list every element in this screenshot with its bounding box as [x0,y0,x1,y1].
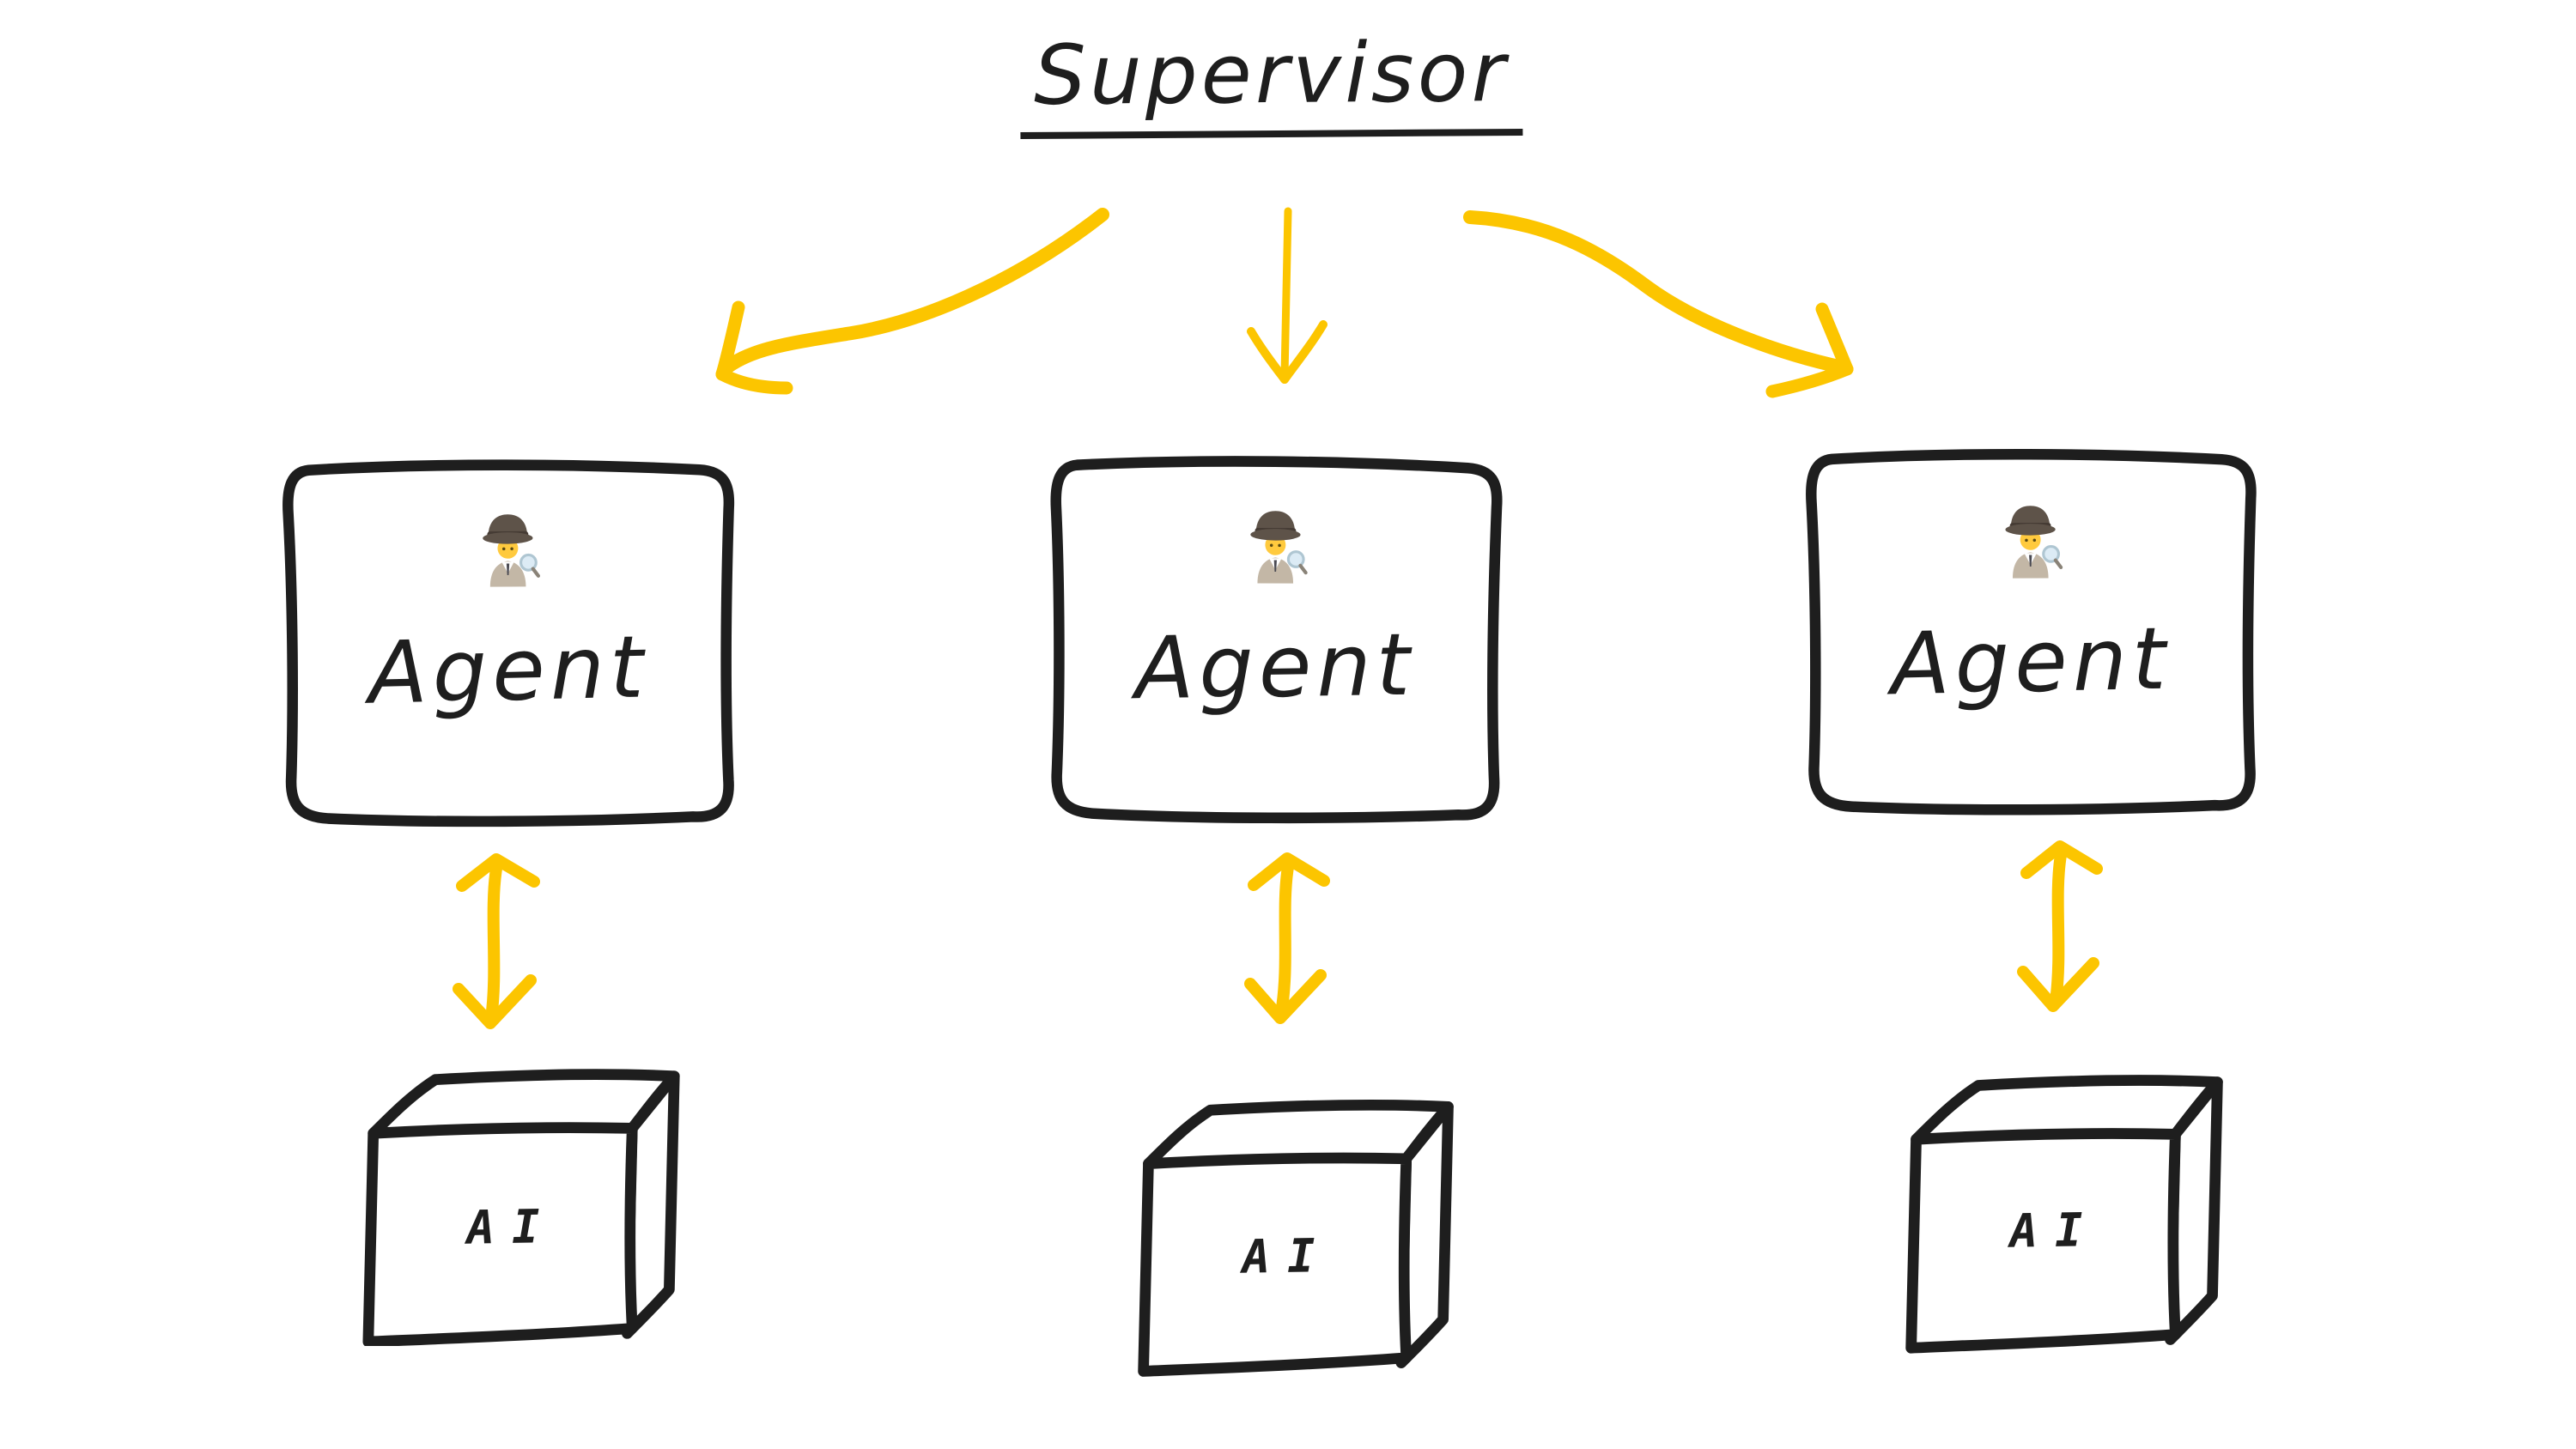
agent-box-1-frame [283,459,735,828]
supervisor-title-text: Supervisor [1019,23,1522,140]
agent-box-3-label: Agent [1889,608,2172,715]
detective-emoji-icon [1250,511,1308,584]
detective-emoji-icon [2005,506,2063,579]
ai-cube-3 [1905,1075,2223,1354]
ai-cube-2 [1138,1099,1454,1377]
agent-box-2-label: Agent [1134,614,1416,719]
agent-box-2: Agent [1042,442,1508,837]
detective-emoji-icon [483,514,541,587]
supervisor-title: Supervisor [987,23,1554,140]
agent-box-2-frame [1050,456,1503,824]
agent-box-1: Agent [276,446,741,841]
ai-cube-1 [362,1069,680,1346]
ai-cube-1-label: AI [465,1198,558,1255]
agent-box-1-label: Agent [367,616,650,724]
ai-cube-3-label: AI [2008,1202,2101,1258]
agent-box-3-frame [1806,448,2257,815]
supervisor-to-agent1-arrow [715,208,1109,395]
agent1-ai1-double-arrow [453,853,540,1029]
agent2-ai2-double-arrow [1244,852,1330,1024]
supervisor-to-agent3-arrow [1463,210,1854,398]
supervisor-to-agent2-arrow [1247,207,1327,384]
agent3-ai3-double-arrow [2017,840,2103,1012]
ai-cube-2-label: AI [1241,1228,1334,1284]
agent-box-3: Agent [1794,437,2268,827]
